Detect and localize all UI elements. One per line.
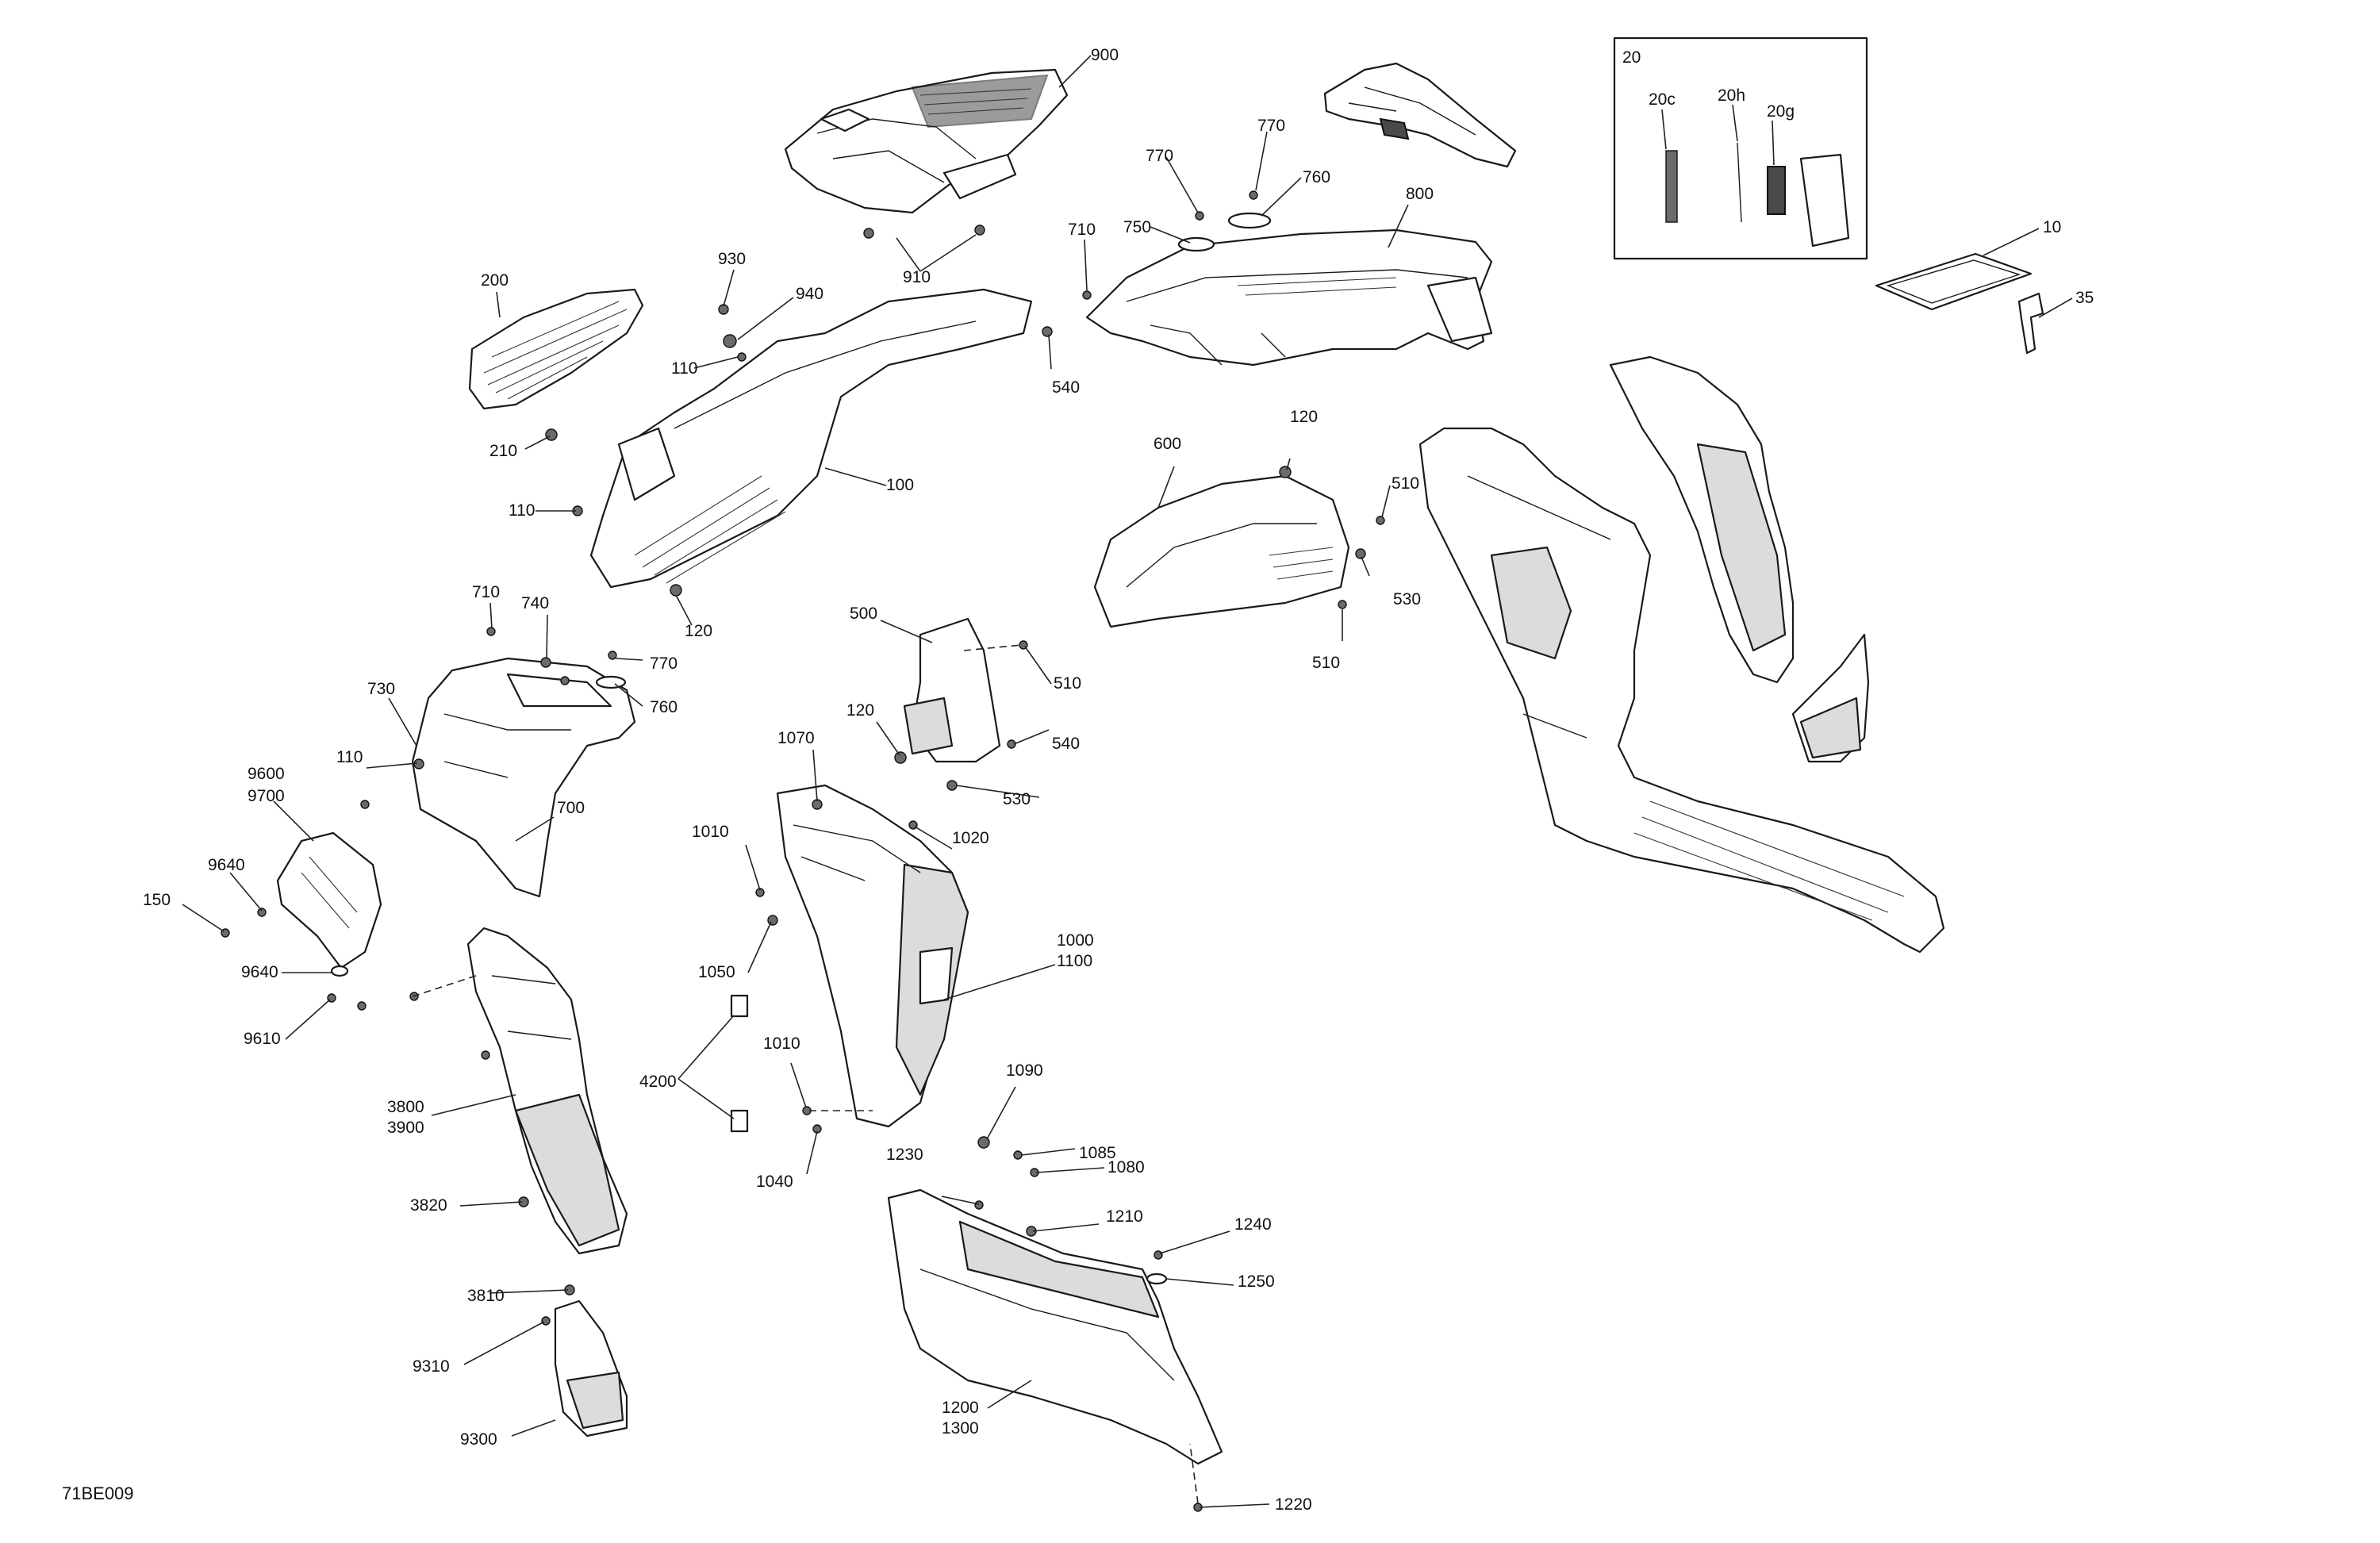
- callout-label: 1210: [1106, 1207, 1143, 1226]
- callout-label: 1250: [1238, 1272, 1275, 1291]
- callout-label: 20c: [1649, 90, 1676, 109]
- callout-label: 110: [671, 359, 697, 378]
- callout-label: 1100: [1057, 952, 1092, 970]
- callout-label: 1010: [763, 1034, 800, 1053]
- callout-label: 120: [1290, 408, 1318, 426]
- part-rear-cover-800: [1085, 228, 1493, 367]
- part-grille-200: [468, 288, 644, 410]
- callout-label: 940: [796, 285, 823, 303]
- part-right-frame: [1418, 427, 1945, 954]
- part-lower-sill-1200: [887, 1188, 1223, 1465]
- part-mud-flap-9300: [554, 1299, 628, 1437]
- callout-label: 3810: [467, 1287, 505, 1305]
- callout-label: 20h: [1718, 86, 1745, 105]
- part-lower-panel-3800: [466, 927, 628, 1255]
- callout-label: 3800: [387, 1098, 424, 1116]
- callout-label: 9300: [460, 1430, 497, 1449]
- callout-label: 100: [886, 476, 914, 494]
- callout-label: 510: [1312, 654, 1340, 672]
- callout-label: 710: [1068, 221, 1096, 239]
- part-side-rail: [1609, 355, 1795, 684]
- part-hood-900: [784, 68, 1069, 214]
- callout-label: 1230: [886, 1146, 923, 1164]
- callout-label: 760: [650, 698, 678, 716]
- callout-label: 540: [1052, 735, 1080, 753]
- callout-label: 510: [1054, 674, 1081, 693]
- callout-label: 110: [509, 501, 535, 520]
- callout-label: 1200: [942, 1399, 979, 1417]
- callout-label: 1300: [942, 1419, 979, 1437]
- diagram-id: 71BE009: [62, 1484, 134, 1503]
- kit-box-number: 20: [1622, 48, 1641, 67]
- callout-label: 9610: [244, 1030, 281, 1048]
- callout-label: 1080: [1107, 1158, 1145, 1176]
- callout-label: 930: [718, 250, 746, 268]
- callout-label: 770: [1146, 147, 1173, 165]
- callout-label: 150: [143, 891, 171, 909]
- part-bracket-600: [1093, 474, 1350, 628]
- callout-label: 9310: [413, 1357, 450, 1376]
- callout-label: 3900: [387, 1119, 424, 1137]
- callout-label: 1000: [1057, 931, 1094, 950]
- callout-label: 35: [2075, 289, 2094, 307]
- part-right-mud-flap: [1791, 633, 1870, 763]
- callout-label: 540: [1052, 378, 1080, 397]
- part-left-panel-700: [411, 657, 636, 898]
- callout-label: 9700: [248, 787, 285, 805]
- callout-labels: 900 910 770 770 760 750 710 800 930 940 …: [62, 46, 2094, 1514]
- part-deflector-9600: [276, 831, 382, 969]
- callout-label: 760: [1303, 168, 1330, 186]
- callout-label: 710: [472, 583, 500, 601]
- part-card-10: [1875, 252, 2033, 311]
- callout-label: 750: [1123, 218, 1151, 236]
- kit-box-20: [1613, 36, 1868, 260]
- callout-label: 110: [336, 748, 363, 766]
- callout-label: 1070: [777, 729, 815, 747]
- part-support-500: [903, 617, 1001, 763]
- callout-label: 600: [1154, 435, 1181, 453]
- part-front-body-100: [589, 288, 1033, 589]
- part-rear-shield: [1323, 62, 1517, 168]
- callout-label: 510: [1392, 474, 1419, 493]
- callout-label: 4200: [639, 1073, 677, 1091]
- callout-label: 9600: [248, 765, 285, 783]
- callout-label: 1085: [1079, 1144, 1116, 1162]
- callout-label: 210: [489, 442, 517, 460]
- part-key-35: [2017, 292, 2044, 355]
- fasteners: [221, 190, 1385, 1512]
- callout-label: 1010: [692, 823, 729, 841]
- callout-label: 9640: [208, 856, 245, 874]
- callout-label: 1040: [756, 1173, 793, 1191]
- callout-label: 740: [521, 594, 549, 612]
- callout-label: 200: [481, 271, 509, 290]
- callout-label: 730: [367, 680, 395, 698]
- callout-label: 910: [903, 268, 931, 286]
- callout-label: 1020: [952, 829, 989, 847]
- callout-label: 120: [685, 622, 712, 640]
- callout-label: 800: [1406, 185, 1434, 203]
- callout-label: 500: [850, 605, 877, 623]
- callout-label: 770: [1257, 117, 1285, 135]
- callout-label: 700: [557, 799, 585, 817]
- callout-label: 1220: [1275, 1495, 1312, 1514]
- callout-label: 770: [650, 654, 678, 673]
- leader-lines: [182, 55, 2073, 1508]
- callout-label: 530: [1003, 790, 1031, 808]
- callout-label: 120: [846, 701, 874, 720]
- part-center-panel-1000: [776, 784, 969, 1128]
- callout-label: 9640: [241, 963, 278, 981]
- callout-label: 1050: [698, 963, 735, 981]
- callout-label: 20g: [1767, 102, 1795, 121]
- callout-label: 1090: [1006, 1061, 1043, 1080]
- callout-label: 10: [2043, 218, 2061, 236]
- callout-label: 1240: [1234, 1215, 1272, 1234]
- callout-label: 900: [1091, 46, 1119, 64]
- callout-label: 3820: [410, 1196, 447, 1215]
- callout-label: 530: [1393, 590, 1421, 608]
